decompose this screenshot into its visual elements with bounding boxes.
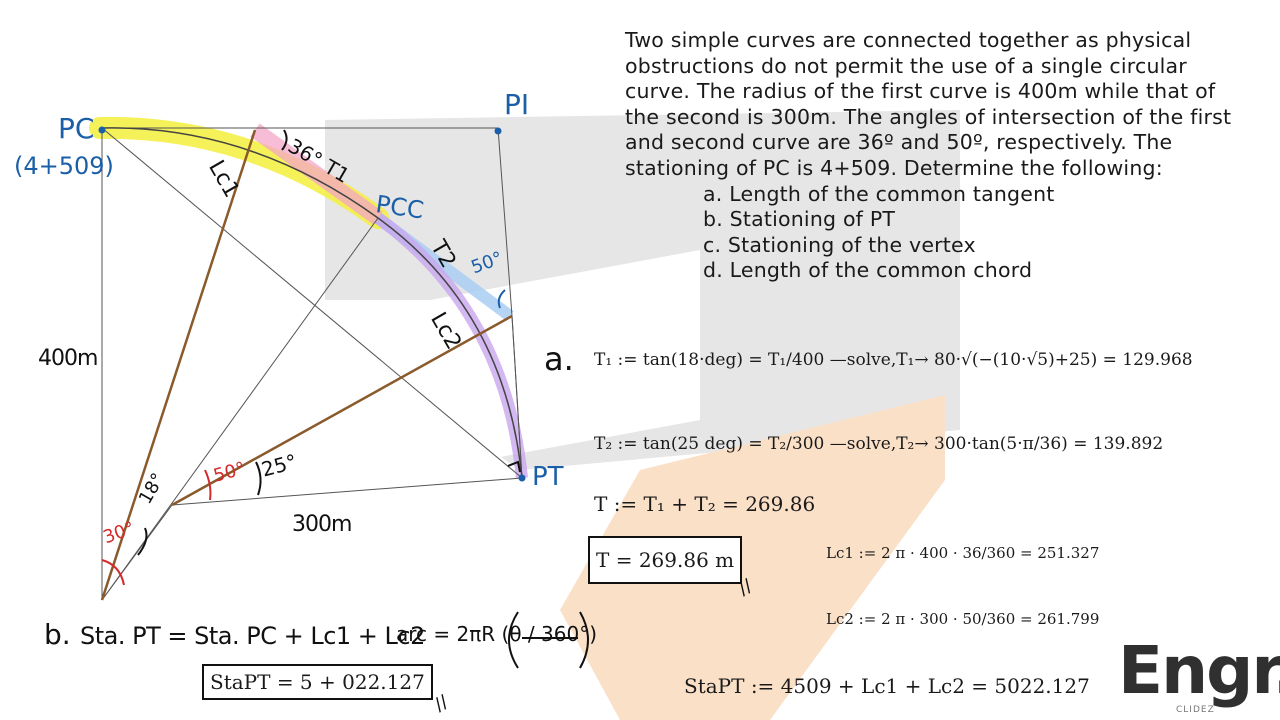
angle-arc-30: [101, 559, 125, 586]
paren-right: [579, 611, 589, 669]
pt-point: [518, 474, 526, 482]
pc-label: PC: [58, 112, 95, 145]
angle-arc-50-top: [497, 289, 506, 309]
angle-arc-25: [255, 461, 262, 496]
radius1-label: 400m: [38, 346, 98, 371]
boxed-t-result: T = 269.86 m: [588, 536, 743, 584]
boxed-stapt-result: StaPT = 5 + 022.127: [202, 664, 433, 700]
right-angle-mark: [507, 460, 521, 473]
question-list: a. Length of the common tangent b. Stati…: [625, 182, 1255, 284]
part-b-label: b.: [44, 618, 71, 651]
question-item: c. Stationing of the vertex: [703, 232, 976, 257]
radius-2: [171, 314, 513, 507]
question-item: a. Length of the common tangent: [703, 181, 1055, 206]
equation-t: T := T₁ + T₂ = 269.86: [594, 492, 816, 516]
pt-label: PT: [532, 462, 564, 492]
engr-logo: Engr.: [1118, 632, 1280, 709]
pc-point: [98, 126, 106, 134]
pc-station-label: (4+509): [14, 152, 114, 180]
radius2-label: 300m: [292, 512, 352, 537]
part-a-label: a.: [544, 340, 574, 378]
construction-lines: [101, 127, 523, 601]
radius-1: [100, 129, 257, 601]
equation-stapt: StaPT := 4509 + Lc1 + Lc2 = 5022.127: [684, 674, 1090, 698]
problem-text: Two simple curves are connected together…: [625, 28, 1232, 180]
logo-subtitle: CLIDEZ: [1176, 705, 1215, 715]
angle-arc-50: [204, 469, 212, 501]
curve-2: [377, 217, 523, 479]
part-b-formula: Sta. PT = Sta. PC + Lc1 + Lc2: [80, 622, 425, 650]
question-item: b. Stationing of PT: [703, 207, 896, 232]
question-item: d. Length of the common chord: [703, 258, 1033, 283]
equation-t2: T₂ := tan(25 deg) = T₂/300 —solve,T₂→ 30…: [594, 434, 1164, 454]
equation-t1: T₁ := tan(18·deg) = T₁/400 —solve,T₁→ 80…: [594, 350, 1193, 370]
arc-formula: arc = 2πR (θ / 360°): [396, 622, 597, 646]
equation-lc1: Lc1 := 2 π · 400 · 36/360 = 251.327: [826, 544, 1100, 562]
angle-arc-36: [281, 129, 288, 151]
problem-statement: Two simple curves are connected together…: [625, 28, 1255, 284]
paren-left: [508, 611, 519, 669]
equation-lc2: Lc2 := 2 π · 300 · 50/360 = 261.799: [826, 610, 1100, 628]
curve-1: [101, 127, 379, 219]
pi-point: [494, 127, 502, 135]
angle-arc-18: [137, 527, 148, 556]
pi-label: PI: [504, 88, 530, 121]
